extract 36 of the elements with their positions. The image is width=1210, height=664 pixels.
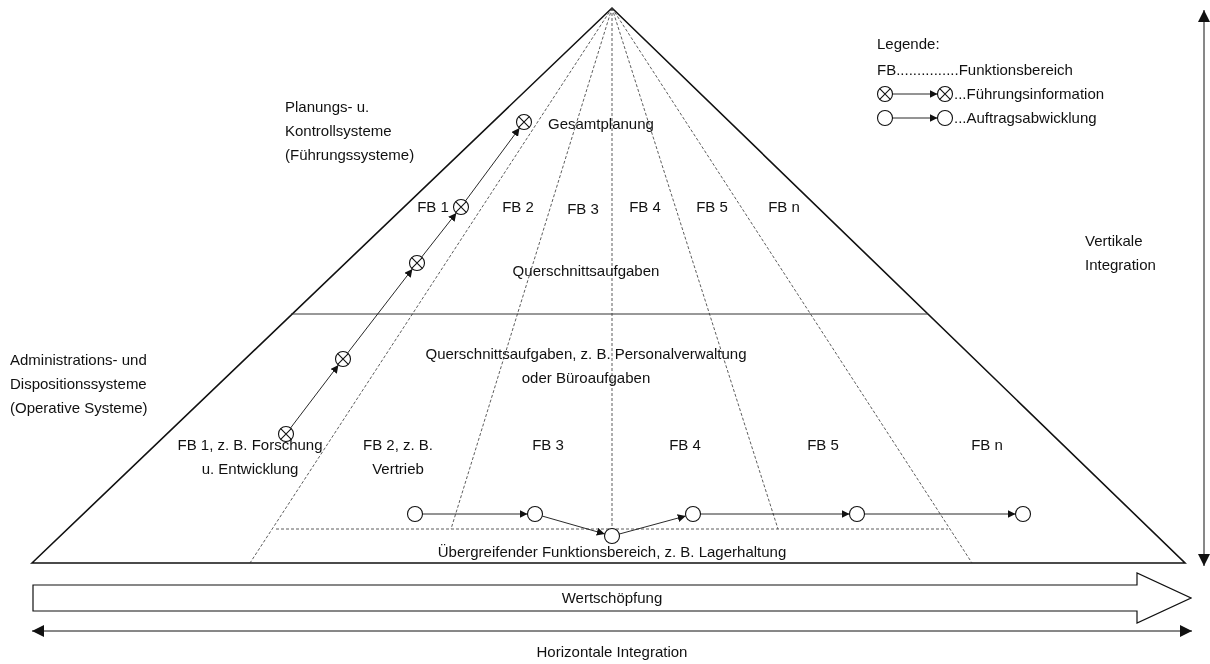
block-arrow	[32, 572, 1192, 624]
legend-title: Legende:	[877, 34, 940, 54]
area-label: FB 4	[669, 435, 701, 455]
area-label: FB n	[768, 197, 800, 217]
area-label: FB 1, z. B. Forschung u. Entwicklung	[176, 435, 324, 479]
area-label: FB 5	[807, 435, 839, 455]
circle-symbol	[603, 527, 621, 545]
crossed-circle	[515, 113, 533, 131]
axis-label: Vertikale Integration	[1085, 231, 1157, 275]
circle-symbol	[526, 505, 544, 523]
area-label: FB 1	[417, 197, 449, 217]
circle-symbol	[684, 505, 702, 523]
legend-text: ...Auftragsabwicklung	[954, 108, 1097, 128]
area-label: Querschnittsaufgaben, z. B. Personalverwaltung oder Büroaufgaben	[424, 344, 748, 388]
area-label: Gesamtplanung	[548, 114, 654, 134]
area-label: FB n	[971, 435, 1003, 455]
crossed-circle	[408, 254, 426, 272]
circle-symbol	[406, 505, 424, 523]
layer-label: Administrations- und Dispositionssysteme (Operative Systeme)	[10, 350, 149, 418]
crossed-circle	[334, 350, 352, 368]
circle-symbol	[848, 505, 866, 523]
area-label: FB 2	[502, 197, 534, 217]
circle-symbol	[1014, 505, 1032, 523]
area-label: Übergreifender Funktionsbereich, z. B. Lagerhaltung	[437, 542, 787, 562]
crossed-circle	[452, 198, 470, 216]
arrow-label: Wertschöpfung	[561, 589, 663, 607]
area-label: FB 3	[567, 199, 599, 219]
area-label: FB 5	[696, 197, 728, 217]
area-label: FB 4	[629, 197, 661, 217]
area-label: Querschnittsaufgaben	[512, 261, 660, 281]
area-label: FB 2, z. B. Vertrieb	[362, 435, 434, 479]
legend-text: ...Führungsinformation	[954, 84, 1105, 104]
legend-text: FB...............Funktionsbereich	[877, 60, 1073, 80]
area-label: FB 3	[532, 435, 564, 455]
axis-label: Horizontale Integration	[536, 642, 688, 662]
layer-label: Planungs- u. Kontrollsysteme (Führungssysteme)	[285, 97, 416, 165]
